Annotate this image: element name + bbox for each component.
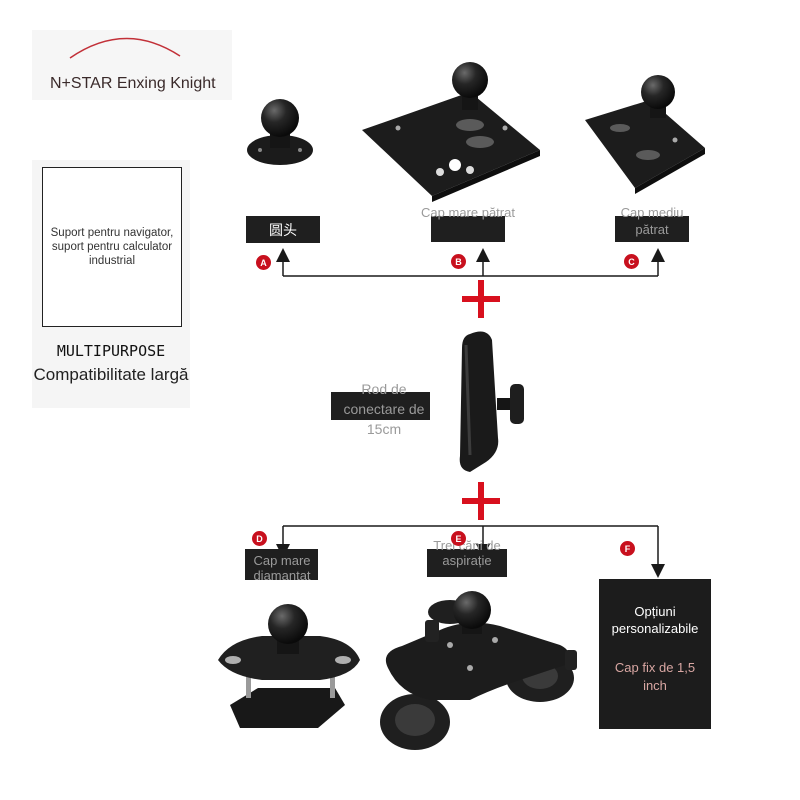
plus-icon-top bbox=[462, 280, 500, 318]
label-rod bbox=[331, 392, 430, 420]
badge-c: C bbox=[624, 254, 639, 269]
label-rod-text: Rod de conectare de 15cm bbox=[343, 381, 425, 437]
badge-a: A bbox=[256, 255, 271, 270]
custom-subtitle: Cap fix de 1,5 inch bbox=[614, 660, 696, 693]
badge-e: E bbox=[451, 531, 466, 546]
brand-name: N+STAR Enxing Knight bbox=[50, 75, 216, 92]
plus-icon-bottom bbox=[462, 482, 500, 520]
product-diamond-clamp bbox=[218, 604, 360, 728]
usage-box: Suport pentru navigator, suport pentru c… bbox=[42, 167, 182, 327]
badge-b: B bbox=[451, 254, 466, 269]
label-round-head: 圆头 bbox=[246, 216, 320, 243]
label-medium-square bbox=[615, 216, 689, 242]
multipurpose-label: MULTIPURPOSE bbox=[56, 342, 166, 360]
product-medium-square bbox=[585, 75, 705, 194]
label-diamond-text: Cap mare diamantat bbox=[253, 553, 311, 583]
custom-options-box: Opțiuni personalizabile Cap fix de 1,5 i… bbox=[599, 579, 711, 729]
badge-d: D bbox=[252, 531, 267, 546]
label-large-square bbox=[431, 216, 505, 242]
usage-text: Suport pentru navigator, suport pentru c… bbox=[50, 227, 174, 267]
label-medium-square-text: Cap mediu pătrat bbox=[620, 205, 684, 237]
compat-label: Compatibilitate largă bbox=[33, 365, 189, 384]
label-suction-text: Trei căni de aspirație bbox=[433, 538, 501, 568]
product-connecting-rod bbox=[459, 331, 524, 472]
product-round-head bbox=[247, 99, 313, 165]
product-large-square bbox=[362, 62, 540, 202]
badge-f: F bbox=[620, 541, 635, 556]
custom-title: Opțiuni personalizabile bbox=[611, 604, 699, 636]
label-suction bbox=[427, 549, 507, 577]
label-diamond bbox=[245, 549, 318, 580]
product-triple-suction bbox=[380, 591, 577, 750]
label-large-square-text: Cap mare pătrat bbox=[421, 205, 515, 220]
